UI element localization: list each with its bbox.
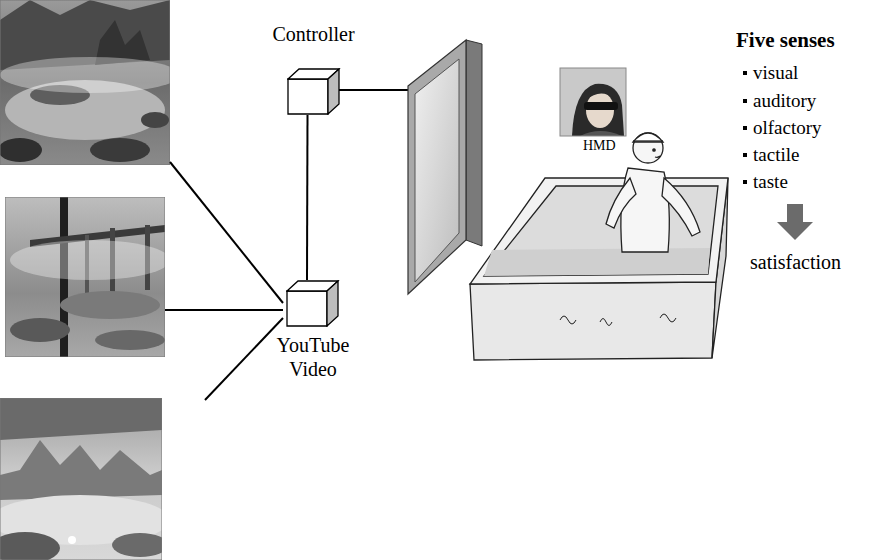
list-item: taste <box>753 171 788 192</box>
list-item-row: auditory <box>743 90 816 113</box>
bullet-mark <box>743 99 747 103</box>
list-item-row: olfactory <box>743 117 822 140</box>
device-cube <box>287 68 341 115</box>
onsen-photo <box>5 197 165 357</box>
bullet-mark <box>743 126 747 130</box>
bathtub <box>470 178 728 360</box>
device-label: YouTube Video <box>270 333 356 381</box>
list-item-row: visual <box>743 62 798 85</box>
list-item: auditory <box>753 90 816 111</box>
wire <box>165 90 409 400</box>
down-arrow <box>777 204 813 240</box>
bullet-mark <box>743 180 747 184</box>
device-label: HMD <box>583 138 616 153</box>
list-item: tactile <box>753 144 799 165</box>
bullet-mark <box>743 71 747 75</box>
bullet-mark <box>743 153 747 157</box>
hmd-photo <box>560 68 626 136</box>
list-item-row: tactile <box>743 144 799 167</box>
result-label: satisfaction <box>750 251 841 273</box>
device-label-row: HMD <box>583 138 616 155</box>
list-heading-row: Five senses <box>736 28 835 53</box>
monitor <box>408 40 482 294</box>
device-node: YouTube Video <box>266 280 360 381</box>
onsen-photo <box>0 0 170 165</box>
device-node: Controller <box>268 22 359 115</box>
list-item: visual <box>753 62 798 83</box>
result-label-row: satisfaction <box>750 250 841 274</box>
device-cube <box>286 280 340 327</box>
onsen-photo <box>0 398 162 560</box>
list-heading: Five senses <box>736 28 835 52</box>
bather <box>606 133 700 252</box>
list-item: olfactory <box>753 117 822 138</box>
device-label: Controller <box>272 22 354 46</box>
list-item-row: taste <box>743 171 788 194</box>
connector <box>307 115 309 280</box>
